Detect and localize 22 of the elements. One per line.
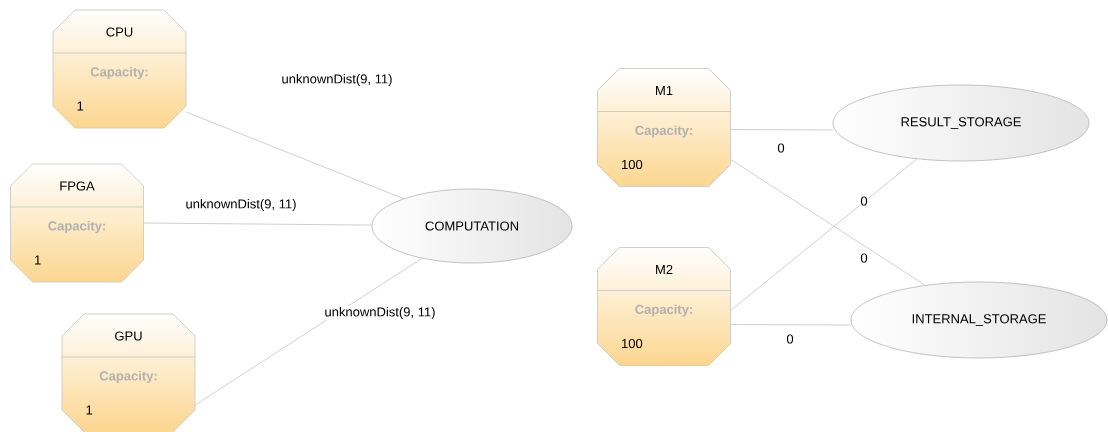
ellipse-node: COMPUTATION bbox=[371, 188, 573, 264]
capacity-octagon: GPU Capacity: 1 bbox=[61, 313, 196, 432]
connector-line bbox=[194, 257, 423, 406]
edge-label: unknownDist(9, 11) bbox=[280, 72, 394, 88]
edge-label: unknownDist(9, 11) bbox=[323, 305, 437, 321]
connector-line bbox=[730, 159, 926, 286]
capacity-octagon: FPGA Capacity: 1 bbox=[10, 163, 144, 283]
capacity-octagon: CPU Capacity: 1 bbox=[52, 9, 187, 129]
connector-line bbox=[730, 129, 834, 131]
connector-line bbox=[185, 111, 405, 200]
edge-label: unknownDist(9, 11) bbox=[184, 197, 298, 213]
connector-line bbox=[730, 158, 918, 311]
capacity-octagon: M1 Capacity: 100 bbox=[597, 68, 731, 187]
edge-label: 0 bbox=[859, 195, 869, 207]
connector-line bbox=[730, 324, 852, 326]
connector-line bbox=[143, 222, 373, 226]
edge-label: 0 bbox=[785, 333, 795, 345]
ellipse-node: RESULT_STORAGE bbox=[832, 84, 1090, 162]
edge-label: 0 bbox=[776, 142, 786, 154]
edge-label: 0 bbox=[859, 252, 869, 264]
capacity-octagon: M2 Capacity: 100 bbox=[597, 247, 731, 366]
ellipse-node: INTERNAL_STORAGE bbox=[850, 281, 1108, 359]
